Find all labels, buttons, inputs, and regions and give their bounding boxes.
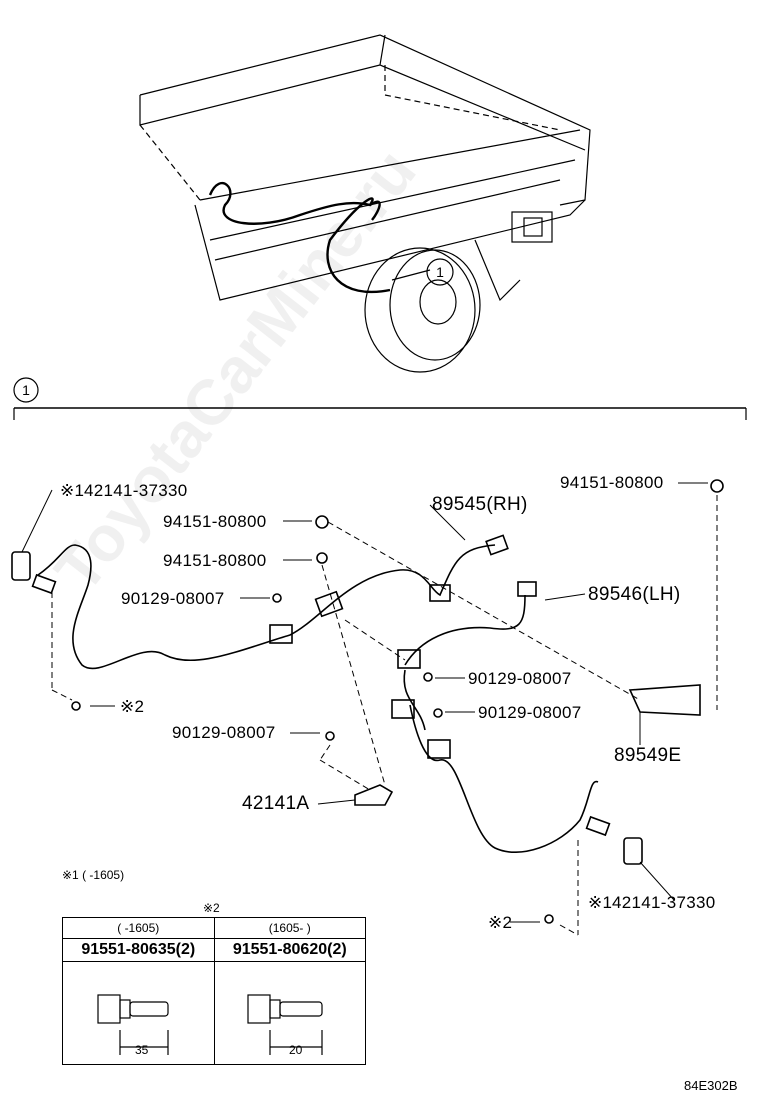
part-label-bolt-a: 90129-08007 — [121, 589, 225, 608]
part-label-nut-a: 94151-80800 — [163, 512, 267, 531]
callout-number: 1 — [436, 264, 444, 280]
spec-col2-part: 91551-80620(2) — [213, 938, 366, 962]
part-label-bolt-b: 90129-08007 — [468, 669, 572, 688]
section-number: 1 — [22, 382, 30, 398]
note2-mark-front: ※2 — [120, 697, 145, 716]
bolt-spec-table: ( -1605) (1605- ) 91551-80635(2) 91551-8… — [62, 917, 366, 1065]
part-label-bolt-c: 90129-08007 — [478, 703, 582, 722]
section-circle — [13, 377, 39, 403]
note1-range: ※1 ( -1605) — [62, 868, 125, 882]
part-label-sensor-rear: 42141-37330 — [612, 893, 716, 912]
part-label-nut-c: 94151-80800 — [560, 473, 664, 492]
part-label-bolt-d: 90129-08007 — [172, 723, 276, 742]
part-label-bracket-a: 42141A — [242, 793, 310, 814]
dashed-leaders — [51, 495, 718, 936]
part-label-harness-rh: 89545(RH) — [432, 494, 528, 515]
note1-mark-front: ※1 — [60, 481, 85, 500]
callout-circle — [426, 258, 454, 286]
truck-bed-drawing — [139, 34, 591, 373]
harness-drawing — [11, 479, 724, 924]
spec-col2-drawing-cell — [213, 961, 366, 1065]
note1-mark-rear: ※1 — [588, 893, 613, 912]
spec-col1-drawing-cell — [62, 961, 215, 1065]
spec-col2-length: 20 — [289, 1043, 303, 1057]
note2-mark-rear: ※2 — [488, 913, 513, 932]
note2-label: ※2 — [203, 901, 220, 915]
spec-col2-range: (1605- ) — [213, 917, 366, 939]
spec-col1-length: 35 — [135, 1043, 149, 1057]
spec-col1-range: ( -1605) — [62, 917, 215, 939]
part-label-harness-lh: 89546(LH) — [588, 584, 681, 605]
part-label-nut-b: 94151-80800 — [163, 551, 267, 570]
solid-leaders — [21, 482, 708, 923]
part-label-sensor-front: 42141-37330 — [84, 481, 188, 500]
diagram-code: 84E302B — [684, 1078, 738, 1093]
spec-col1-part: 91551-80635(2) — [62, 938, 215, 962]
part-label-bracket-e: 89549E — [614, 745, 682, 766]
